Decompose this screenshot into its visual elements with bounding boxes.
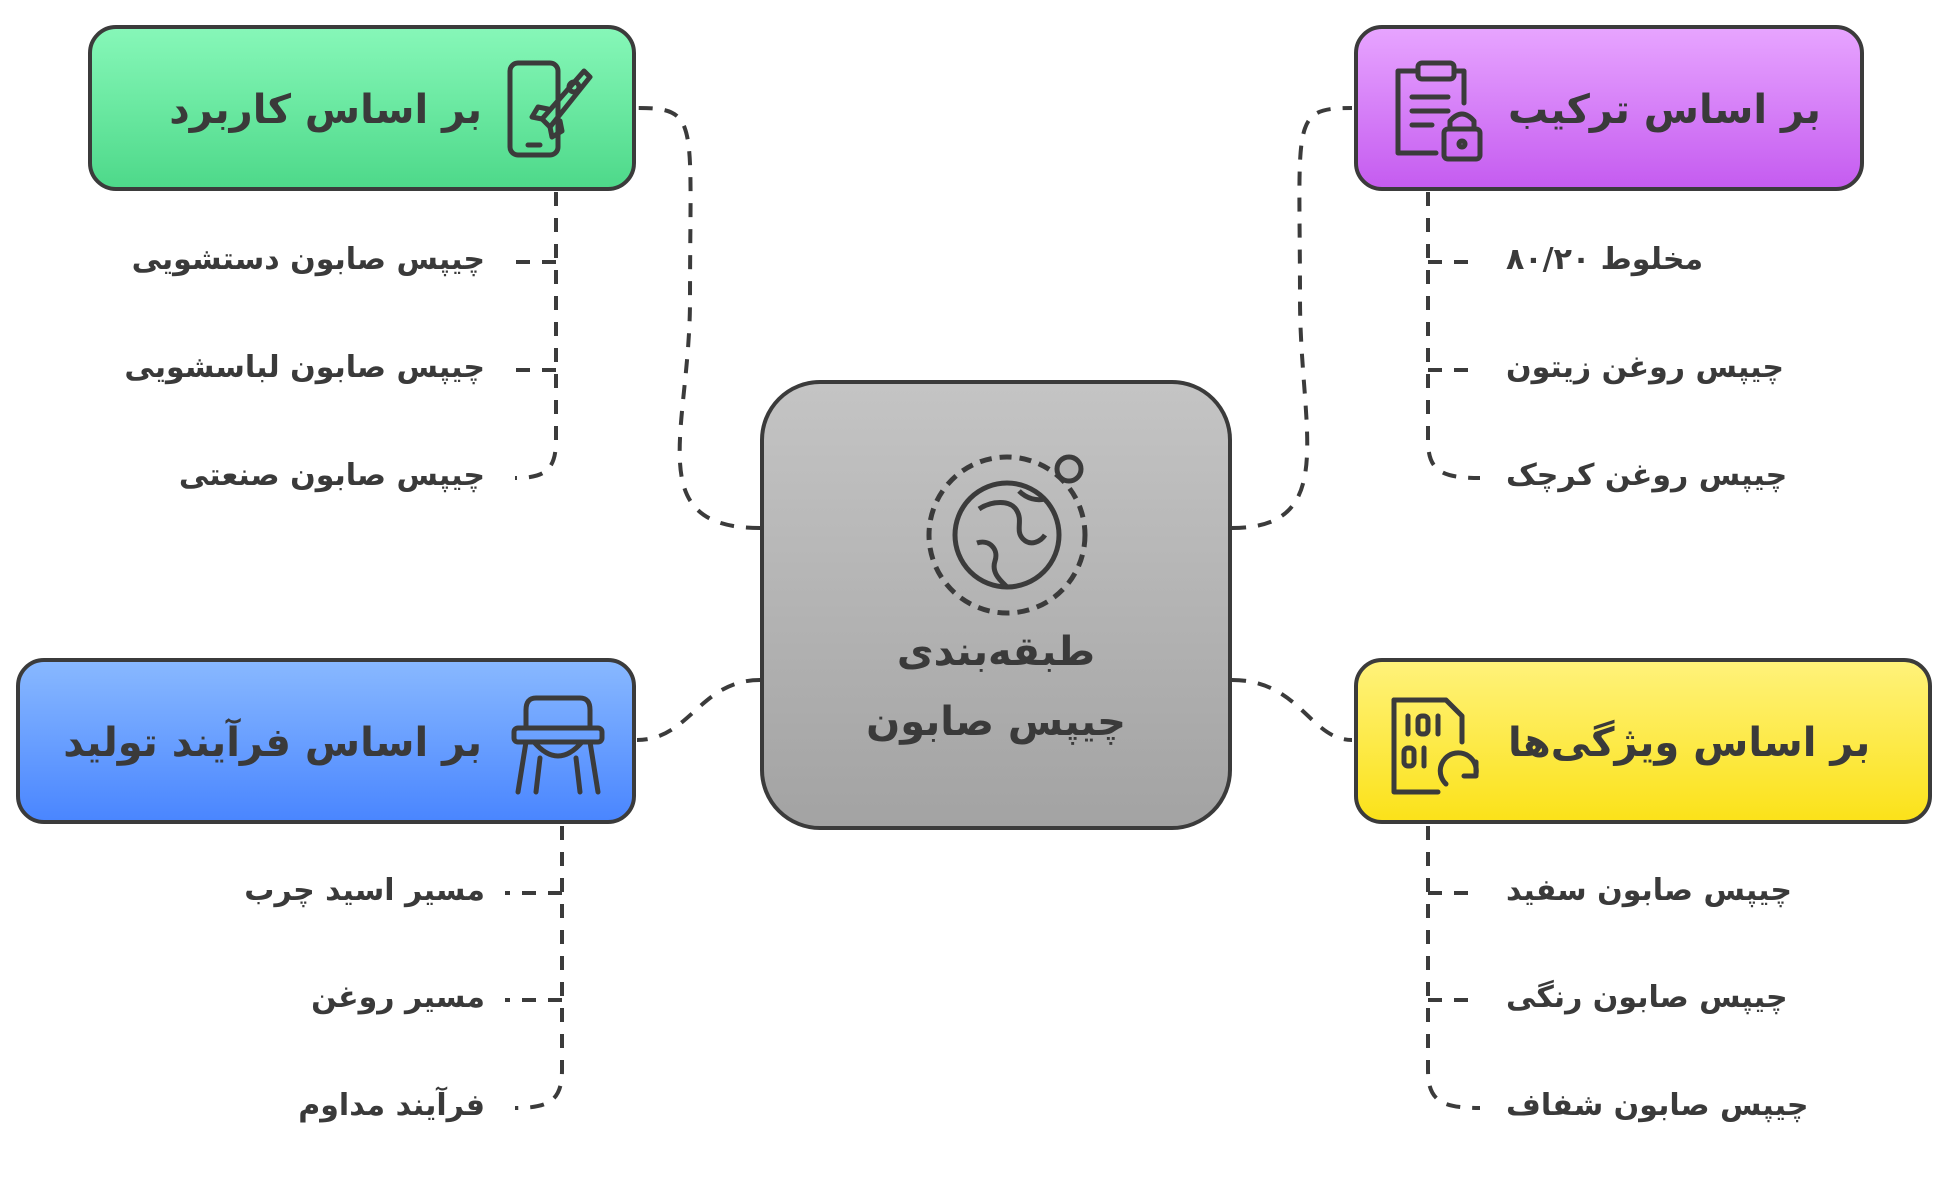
leaf-features-1: چیپس صابون سفید (1506, 873, 1793, 908)
branch-features-title: بر اساس ویژگی‌ها (1508, 720, 1871, 766)
leaf-usage-1: چیپس صابون دستشویی (131, 242, 485, 277)
connector-process (636, 678, 761, 742)
leaf-composition-1: مخلوط ۸۰/۲۰ (1506, 242, 1704, 277)
globe-icon (926, 454, 1088, 616)
leaf-features-2: چیپس صابون رنگی (1506, 980, 1788, 1015)
center-title-line1: طبقه‌بندی (896, 629, 1096, 675)
connector-usage (636, 106, 761, 530)
center-title-line2: چیپس صابون (866, 699, 1126, 745)
high-chair-icon (511, 695, 605, 795)
leaf-composition-3: چیپس روغن کرچک (1506, 458, 1788, 493)
branch-composition-box[interactable]: بر اساس ترکیب (1354, 25, 1864, 191)
leaf-process-1: مسیر اسید چرب (244, 873, 485, 908)
center-node[interactable]: طبقه‌بندی چیپس صابون (760, 380, 1232, 830)
spine-process (514, 826, 564, 1110)
branch-process-box[interactable]: بر اساس فرآیند تولید (16, 658, 636, 824)
phone-rocket-icon (507, 60, 593, 158)
leaf-process-2: مسیر روغن (311, 980, 485, 1015)
leaf-process-3: فرآیند مداوم (298, 1088, 485, 1123)
clipboard-lock-icon (1395, 60, 1483, 162)
spine-features (1426, 826, 1481, 1110)
connector-composition (1231, 106, 1353, 530)
branch-usage-box[interactable]: بر اساس کاربرد (88, 25, 636, 191)
binary-refresh-icon (1391, 697, 1479, 795)
branch-features-box[interactable]: بر اساس ویژگی‌ها (1354, 658, 1932, 824)
leaf-usage-2: چیپس صابون لباسشویی (124, 350, 485, 385)
branch-process-title: بر اساس فرآیند تولید (63, 720, 482, 766)
leaf-composition-2: چیپس روغن زیتون (1506, 350, 1785, 385)
leaf-features-3: چیپس صابون شفاف (1506, 1088, 1809, 1123)
connector-features (1231, 678, 1353, 742)
spine-composition (1426, 192, 1481, 480)
spine-usage (514, 192, 558, 480)
branch-composition-title: بر اساس ترکیب (1508, 87, 1821, 133)
branch-usage-title: بر اساس کاربرد (169, 87, 482, 133)
leaf-usage-3: چیپس صابون صنعتی (178, 458, 485, 493)
